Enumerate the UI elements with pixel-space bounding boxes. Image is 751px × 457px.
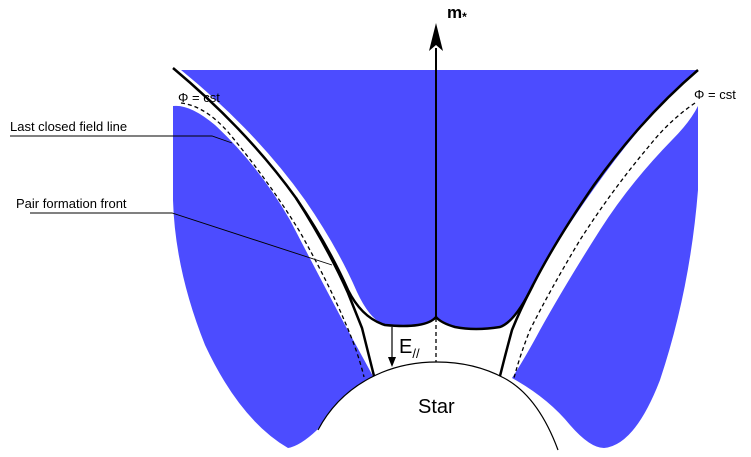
axis-label-main: m (447, 3, 462, 22)
star-surface (317, 361, 559, 451)
phi-line-right (498, 69, 699, 377)
leader-line-pair-front (30, 212, 333, 266)
star-label: Star (418, 396, 455, 418)
magnetic-axis-arrowhead (429, 23, 443, 51)
last-closed-field-line-left (180, 102, 365, 378)
field-label: E// (399, 336, 420, 361)
phi-label-left: Φ = cst (178, 90, 220, 105)
right-blue-region (512, 106, 698, 448)
pair-front-label: Pair formation front (16, 196, 127, 211)
axis-label-subscript: * (462, 10, 467, 24)
axis-label: m* (447, 3, 467, 24)
field-label-subscript: // (412, 346, 420, 361)
leader-line-last-closed (10, 135, 233, 144)
phi-line-left (172, 67, 376, 377)
electric-field-arrowhead (388, 357, 396, 367)
last-closed-field-line-right (513, 102, 696, 379)
left-blue-region (173, 105, 374, 449)
central-blue-region (181, 70, 698, 329)
pair-formation-front (294, 197, 535, 331)
field-label-main: E (399, 336, 412, 358)
phi-label-right: Φ = cst (694, 87, 736, 102)
last-closed-label: Last closed field line (10, 119, 127, 134)
